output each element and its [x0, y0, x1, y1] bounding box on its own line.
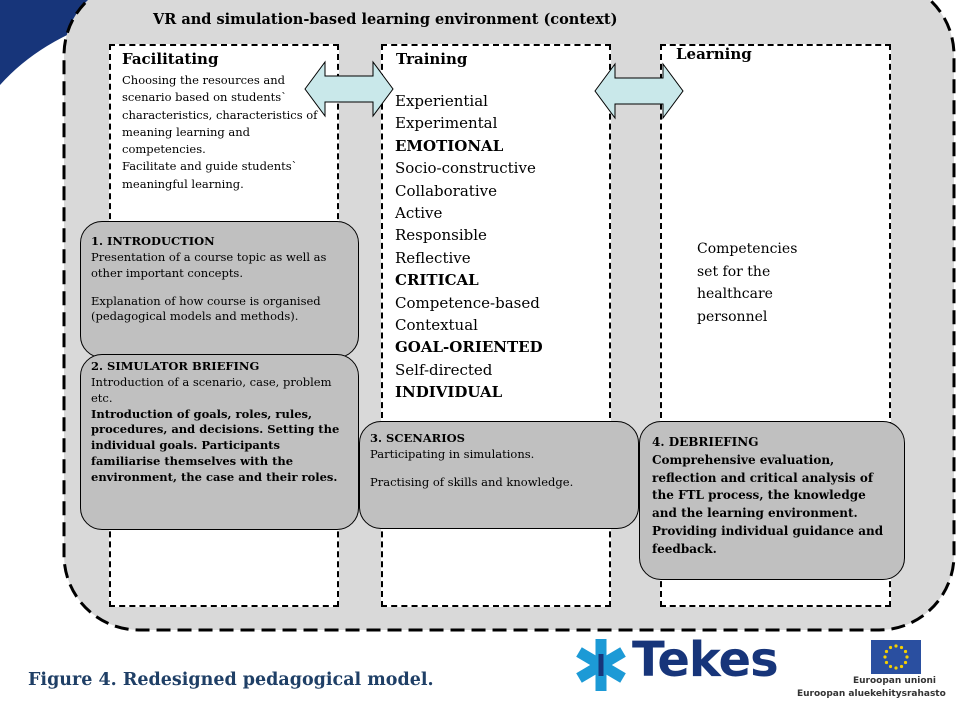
training-item: INDIVIDUAL: [395, 383, 503, 402]
eu-star: [894, 644, 898, 648]
double-arrow-training-learning: [594, 62, 684, 120]
phase-simulator-briefing: 2. SIMULATOR BRIEFING Introduction of a …: [80, 354, 359, 530]
training-item: EMOTIONAL: [395, 136, 504, 155]
eu-flag-icon: [871, 640, 921, 674]
training-item: Experiential: [395, 92, 488, 110]
training-title: Training: [396, 50, 468, 68]
phase-text: Presentation of a course topic as well a…: [91, 249, 327, 280]
competencies-line: personnel: [697, 308, 768, 325]
double-arrow-facilitating-training: [304, 60, 394, 118]
competencies-line: Competencies: [697, 241, 798, 257]
phase-title: 1. INTRODUCTION: [91, 234, 215, 248]
facilitating-title: Facilitating: [122, 50, 219, 68]
eu-star: [899, 645, 904, 650]
tekes-wordmark: Tekes: [632, 632, 779, 688]
tekes-asterisk-icon: [576, 639, 626, 691]
eu-star: [883, 655, 887, 659]
phase-title: 3. SCENARIOS: [370, 431, 465, 445]
training-item: Collaborative: [395, 181, 497, 200]
eu-star: [903, 649, 908, 654]
figure-caption: Figure 4. Redesigned pedagogical model.: [28, 670, 434, 690]
eu-star: [899, 664, 904, 669]
eu-star: [894, 666, 898, 670]
eu-star: [903, 660, 908, 665]
phase-text: Participating in simulations.: [370, 446, 535, 461]
eu-star: [905, 655, 909, 659]
phase-text: Introduction of a scenario, case, proble…: [91, 374, 332, 405]
training-item: Competence-based: [395, 293, 540, 312]
facilitating-line: Choosing the resources and: [122, 73, 286, 87]
training-item: Socio-constructive: [395, 159, 536, 178]
facilitating-line: Facilitate and guide students`: [122, 159, 298, 174]
training-item: GOAL-ORIENTED: [395, 338, 543, 357]
eu-star: [884, 649, 889, 654]
competencies-line: healthcare: [697, 286, 773, 302]
context-title: VR and simulation-based learning environ…: [153, 11, 618, 28]
training-item: Self-directed: [395, 360, 493, 379]
training-item: Reflective: [395, 248, 471, 267]
phase-scenarios: 3. SCENARIOS Participating in simulation…: [359, 421, 639, 529]
training-item: CRITICAL: [395, 271, 479, 290]
training-item: Responsible: [395, 226, 487, 245]
phase-text: Practising of skills and knowledge.: [370, 474, 574, 489]
competencies-line: set for the: [697, 263, 771, 280]
facilitating-line: scenario based on students`: [122, 90, 287, 105]
phase-title: 2. SIMULATOR BRIEFING: [91, 359, 260, 373]
eu-star: [884, 660, 889, 665]
learning-title: Learning: [676, 45, 752, 63]
facilitating-line: meaningful learning.: [122, 176, 244, 191]
eu-label-1: Euroopan unioni: [853, 676, 936, 686]
facilitating-line: competencies.: [122, 142, 206, 157]
facilitating-body: Choosing the resources and scenario base…: [122, 72, 317, 193]
facilitating-line: meaning learning and: [122, 124, 251, 139]
training-item: Contextual: [395, 316, 478, 335]
phase-text-bold: Comprehensive evaluation, reflection and…: [652, 452, 884, 556]
phase-debriefing: 4. DEBRIEFING Comprehensive evaluation, …: [639, 421, 905, 580]
phase-title: 4. DEBRIEFING: [652, 435, 759, 449]
eu-star: [888, 645, 893, 650]
facilitating-line: characteristics, characteristics of: [122, 107, 318, 122]
eu-star: [888, 664, 893, 669]
training-list: Experiential Experimental EMOTIONAL Soci…: [395, 90, 543, 404]
eu-label-2: Euroopan aluekehitysrahasto: [797, 689, 946, 699]
competencies-text: Competencies set for the healthcare pers…: [697, 238, 797, 328]
phase-text: Explanation of how course is organised (…: [91, 293, 321, 324]
training-item: Active: [395, 204, 443, 223]
training-item: Experimental: [395, 114, 498, 133]
phase-introduction: 1. INTRODUCTION Presentation of a course…: [80, 221, 359, 358]
phase-text-bold: Introduction of goals, roles, rules, pro…: [91, 406, 340, 485]
